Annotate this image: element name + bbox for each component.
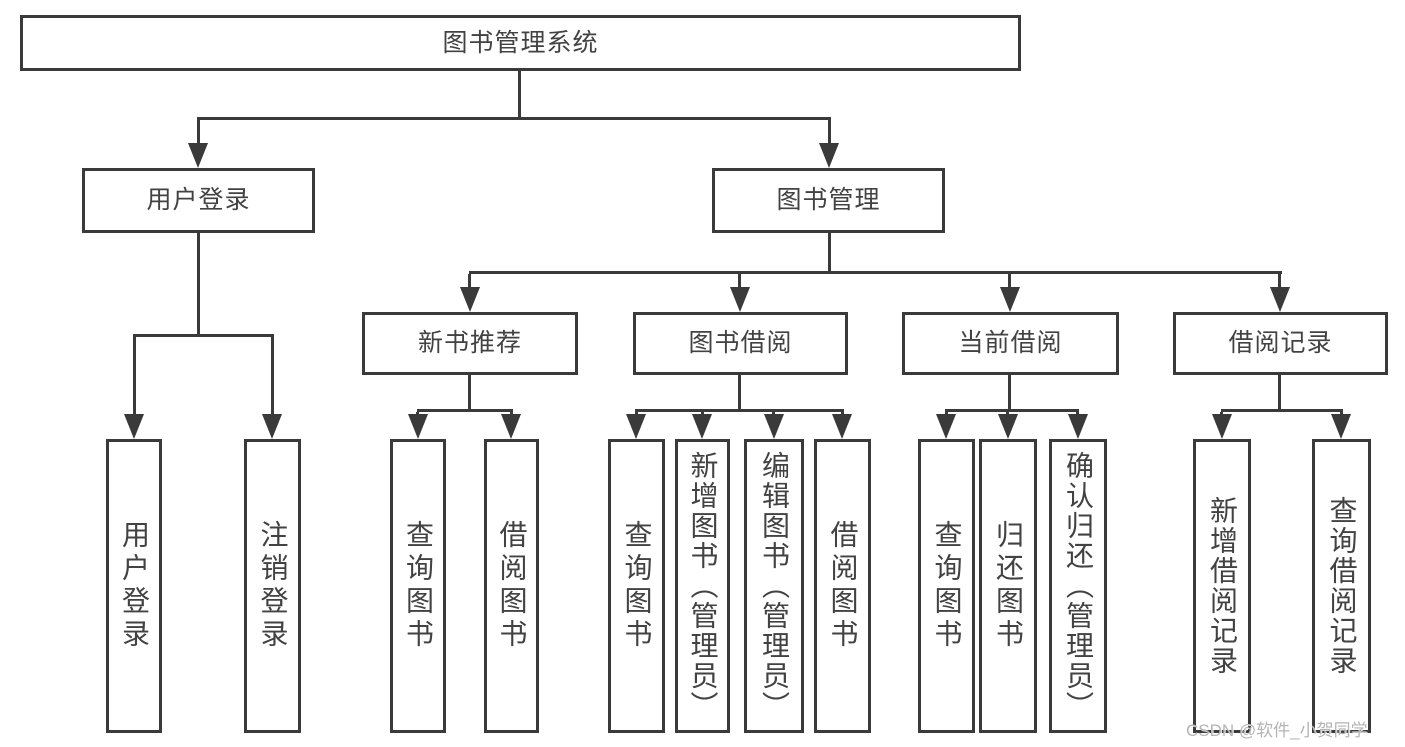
arrowhead-down-icon bbox=[1068, 414, 1088, 439]
leaf-query-books-current: 查询图书 bbox=[918, 439, 975, 733]
leaf-borrow-books-recommend: 借阅图书 bbox=[484, 439, 539, 733]
leaf-confirm-return-admin: 确认归还（管理员） bbox=[1049, 439, 1107, 733]
connector-line bbox=[1278, 375, 1281, 410]
arrowhead-down-icon bbox=[501, 414, 521, 439]
arrowhead-down-icon bbox=[124, 414, 144, 439]
arrowhead-down-icon bbox=[692, 414, 712, 439]
node-label: 图书管理 bbox=[776, 186, 881, 214]
node-new-book-recommend: 新书推荐 bbox=[362, 312, 578, 375]
leaf-label: 确认归还（管理员） bbox=[1063, 451, 1094, 721]
connector-line bbox=[197, 120, 200, 143]
connector-line bbox=[133, 334, 274, 337]
node-current-borrowing: 当前借阅 bbox=[902, 312, 1119, 375]
arrowhead-down-icon bbox=[1270, 287, 1290, 312]
leaf-return-books: 归还图书 bbox=[979, 439, 1037, 733]
node-book-management: 图书管理 bbox=[712, 168, 945, 233]
leaf-edit-books-admin: 编辑图书（管理员） bbox=[744, 439, 804, 733]
leaf-user-login: 用户登录 bbox=[106, 439, 162, 733]
leaf-query-books-borrowing: 查询图书 bbox=[608, 439, 665, 733]
connector-line bbox=[469, 271, 1282, 274]
node-label: 借阅记录 bbox=[1228, 329, 1333, 357]
arrowhead-down-icon bbox=[1000, 287, 1020, 312]
node-borrowing-records: 借阅记录 bbox=[1173, 312, 1388, 375]
arrowhead-down-icon bbox=[764, 414, 784, 439]
node-label: 当前借阅 bbox=[958, 329, 1063, 357]
leaf-query-books-recommend: 查询图书 bbox=[390, 439, 446, 733]
connector-line bbox=[417, 409, 513, 412]
arrowhead-down-icon bbox=[1212, 414, 1232, 439]
leaf-add-borrow-record: 新增借阅记录 bbox=[1193, 439, 1251, 733]
connector-line bbox=[1008, 375, 1011, 410]
connector-line bbox=[133, 337, 136, 415]
connector-line bbox=[945, 409, 1079, 412]
arrowhead-down-icon bbox=[626, 414, 646, 439]
node-label: 图书借阅 bbox=[688, 329, 793, 357]
leaf-label: 借阅图书 bbox=[496, 520, 528, 652]
arrowhead-down-icon bbox=[936, 414, 956, 439]
connector-line bbox=[197, 233, 200, 334]
leaf-add-books-admin: 新增图书（管理员） bbox=[675, 439, 730, 733]
connector-line bbox=[1221, 409, 1343, 412]
connector-line bbox=[518, 71, 521, 118]
leaf-label: 编辑图书（管理员） bbox=[759, 451, 790, 721]
connector-line bbox=[271, 337, 274, 415]
leaf-borrow-books-borrowing: 借阅图书 bbox=[814, 439, 871, 733]
arrowhead-down-icon bbox=[730, 287, 750, 312]
connector-line bbox=[635, 409, 844, 412]
csdn-watermark: CSDN @软件_小贺同学 bbox=[1186, 721, 1368, 740]
leaf-label: 查询图书 bbox=[621, 520, 653, 652]
connector-line bbox=[738, 274, 741, 288]
connector-line bbox=[1278, 274, 1281, 288]
arrowhead-down-icon bbox=[1331, 414, 1351, 439]
arrowhead-down-icon bbox=[819, 143, 839, 168]
leaf-label: 查询图书 bbox=[403, 520, 434, 652]
connector-line bbox=[197, 117, 831, 120]
leaf-label: 查询借阅记录 bbox=[1326, 496, 1358, 676]
leaf-label: 借阅图书 bbox=[827, 520, 859, 652]
leaf-label: 注销登录 bbox=[257, 520, 289, 652]
node-label: 图书管理系统 bbox=[442, 28, 599, 57]
node-user-login: 用户登录 bbox=[82, 168, 315, 233]
arrowhead-down-icon bbox=[408, 414, 428, 439]
connector-line bbox=[738, 375, 741, 410]
arrowhead-down-icon bbox=[460, 287, 480, 312]
node-library-system: 图书管理系统 bbox=[20, 15, 1021, 71]
node-book-borrowing: 图书借阅 bbox=[633, 312, 848, 375]
arrowhead-down-icon bbox=[262, 414, 282, 439]
leaf-label: 新增图书（管理员） bbox=[687, 451, 719, 721]
connector-line bbox=[828, 120, 831, 143]
leaf-label: 新增借阅记录 bbox=[1207, 496, 1238, 676]
leaf-label: 归还图书 bbox=[993, 520, 1024, 652]
arrowhead-down-icon bbox=[188, 143, 208, 168]
arrowhead-down-icon bbox=[832, 414, 852, 439]
arrowhead-down-icon bbox=[998, 414, 1018, 439]
connector-line bbox=[828, 233, 831, 272]
connector-line bbox=[468, 274, 471, 288]
leaf-query-borrow-record: 查询借阅记录 bbox=[1312, 439, 1371, 733]
connector-line bbox=[468, 375, 471, 410]
leaf-logout: 注销登录 bbox=[244, 439, 301, 733]
connector-line bbox=[1008, 274, 1011, 288]
node-label: 用户登录 bbox=[146, 186, 251, 214]
leaf-label: 用户登录 bbox=[119, 520, 150, 652]
node-label: 新书推荐 bbox=[417, 329, 522, 357]
leaf-label: 查询图书 bbox=[931, 520, 963, 652]
